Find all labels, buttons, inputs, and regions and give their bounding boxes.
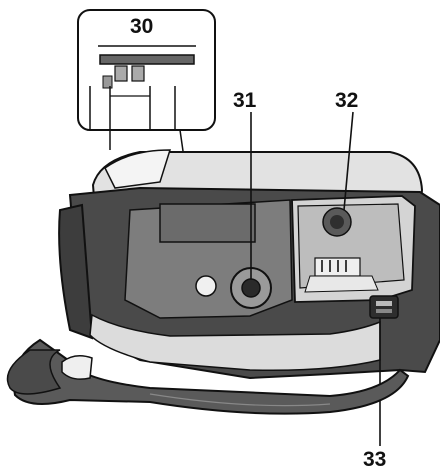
callout-label-32: 32 bbox=[335, 89, 359, 112]
part-30-slot bbox=[99, 54, 195, 65]
callout-label-30: 30 bbox=[130, 15, 154, 38]
part-31-tripod-receptacle bbox=[230, 267, 272, 309]
part-32-battery-compartment bbox=[291, 195, 416, 303]
zoom-inset bbox=[77, 9, 216, 201]
screw-hole bbox=[195, 275, 217, 297]
hand-strap bbox=[6, 338, 410, 415]
callout-label-33: 33 bbox=[363, 448, 387, 471]
callout-label-31: 31 bbox=[233, 89, 257, 112]
part-33-release-lever bbox=[369, 295, 399, 319]
